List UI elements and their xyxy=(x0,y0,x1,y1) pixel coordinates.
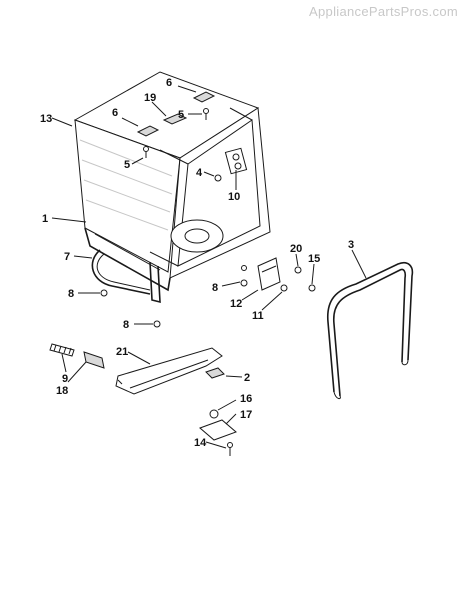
callout-2: 2 xyxy=(244,372,250,384)
screw-8c xyxy=(240,279,248,287)
screw-8b xyxy=(153,320,161,328)
callout-1: 1 xyxy=(42,213,48,225)
leader-17 xyxy=(217,399,237,411)
leader-11 xyxy=(261,291,283,311)
callout-11: 11 xyxy=(252,310,264,322)
screw-head xyxy=(203,108,209,114)
callout-7: 7 xyxy=(64,251,70,263)
hinge-bracket-hole xyxy=(234,162,242,170)
callout-15: 15 xyxy=(308,253,320,265)
callout-5b: 5 xyxy=(124,159,130,171)
watermark: AppliancePartsPros.com xyxy=(309,4,458,19)
tub-base-rail xyxy=(84,227,171,292)
part-19-pad xyxy=(83,351,105,369)
callout-3: 3 xyxy=(348,239,354,251)
side-bracket-12 xyxy=(257,257,281,291)
tub-sump xyxy=(170,219,224,253)
tub-front-leg xyxy=(149,261,161,304)
callout-20: 20 xyxy=(290,243,302,255)
callout-14: 14 xyxy=(194,437,207,449)
callout-13: 13 xyxy=(40,113,52,125)
screw-8a xyxy=(100,289,108,297)
part-17-nut xyxy=(209,409,219,419)
callout-8a: 8 xyxy=(68,288,74,300)
gasket-outer xyxy=(327,261,414,393)
leader-4 xyxy=(203,171,215,177)
side-bracket-fold xyxy=(261,265,277,273)
drain-hose-loop-inner xyxy=(96,253,151,291)
hinge-bracket-part xyxy=(224,147,248,175)
callout-10: 10 xyxy=(228,191,240,203)
leader-13 xyxy=(51,117,73,127)
part-21-bracket xyxy=(115,347,223,395)
leader-2 xyxy=(225,375,243,378)
tub-sump-inner xyxy=(184,228,210,244)
leader-7 xyxy=(73,255,93,259)
part-16-bracket xyxy=(199,419,237,441)
leader-lines xyxy=(51,85,367,449)
leader-5b xyxy=(131,157,144,165)
callout-19: 18 xyxy=(56,385,68,397)
tub-side-hatch xyxy=(79,139,173,231)
leader-19 xyxy=(67,361,87,383)
tub-interior-lines xyxy=(149,107,253,267)
screw-11 xyxy=(280,284,288,292)
gasket-inner xyxy=(333,268,407,397)
tub-left-side-panel xyxy=(74,119,181,273)
top-bracket-6a xyxy=(192,91,216,103)
top-bracket-6b xyxy=(136,125,160,137)
leader-6a xyxy=(177,85,197,93)
callout-17: 16 xyxy=(240,393,252,405)
leader-21 xyxy=(127,351,151,365)
tub-assembly xyxy=(73,71,316,328)
loose-parts xyxy=(49,343,237,456)
leader-3 xyxy=(351,249,367,279)
leader-16 xyxy=(225,413,237,425)
part-9-clip xyxy=(49,343,75,357)
callout-12: 12 xyxy=(230,298,242,310)
screw-8d xyxy=(241,265,247,271)
hinge-bracket-hole xyxy=(232,153,240,161)
callout-6a: 6 xyxy=(166,77,172,89)
top-bracket-18 xyxy=(162,113,188,125)
screw-15 xyxy=(308,284,316,292)
screw-head xyxy=(214,174,222,182)
callout-labels: 13 1 7 8 8 8 6 6 19 5 5 4 10 20 15 12 11… xyxy=(40,77,354,449)
leader-12 xyxy=(241,289,259,301)
door-gasket xyxy=(327,261,414,400)
leader-20 xyxy=(295,253,299,267)
part-14-screw-head xyxy=(227,442,233,448)
callout-6b: 6 xyxy=(112,107,118,119)
callout-4: 4 xyxy=(196,167,203,179)
callout-16: 17 xyxy=(240,409,252,421)
tub-base-inner-rail xyxy=(94,233,161,271)
screw-head xyxy=(143,146,149,152)
leader-14 xyxy=(205,441,227,449)
callout-9: 9 xyxy=(62,373,68,385)
drain-hose-loop xyxy=(91,249,151,295)
callout-8b: 8 xyxy=(123,319,129,331)
leader-8c xyxy=(221,281,241,287)
callout-21: 21 xyxy=(116,346,128,358)
part-21-fold xyxy=(117,359,209,389)
leader-18 xyxy=(151,101,167,117)
part-2-clip xyxy=(205,367,225,379)
leader-9 xyxy=(61,353,67,373)
leader-1 xyxy=(51,217,87,223)
leader-6b xyxy=(121,117,139,127)
leader-15 xyxy=(311,263,315,285)
callout-18: 19 xyxy=(144,92,156,104)
gasket-ends xyxy=(333,359,409,400)
callout-5a: 5 xyxy=(178,109,184,121)
part-9-ridges xyxy=(53,344,72,355)
callout-8c: 8 xyxy=(212,282,218,294)
nut-20 xyxy=(294,266,302,274)
